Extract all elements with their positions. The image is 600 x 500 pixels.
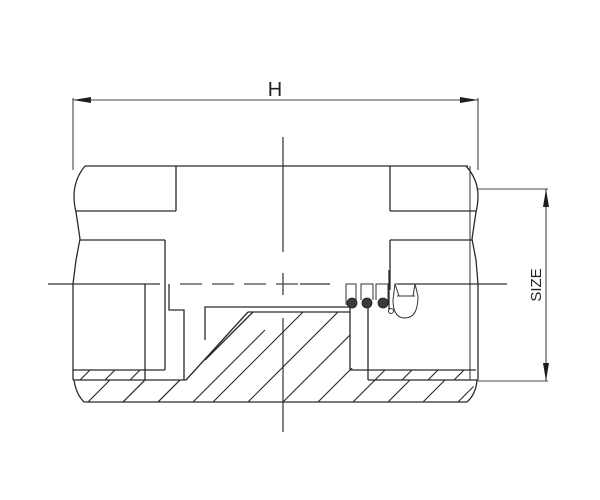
left-hex-chamfer [73, 165, 86, 213]
inner-cavity-top [204, 306, 350, 340]
small-ring-icon [388, 308, 394, 314]
ball-1-icon [346, 297, 358, 309]
right-bottom-chamfer [466, 379, 478, 403]
dimension-label-h: H [268, 79, 282, 101]
right-inner-bore [349, 166, 478, 381]
cone-profile [185, 311, 350, 381]
o-ring-icon [392, 283, 419, 319]
arrowhead-up-icon [543, 189, 549, 207]
center-lines [48, 137, 507, 432]
right-hex-edge [471, 211, 479, 285]
inner-step-profile [168, 284, 185, 380]
ball-2-icon [361, 297, 373, 309]
arrowhead-right-icon [460, 97, 478, 103]
seal-ball-detail [345, 270, 419, 319]
seal-tab-3 [375, 283, 389, 305]
cone-line-inner [204, 311, 254, 361]
ball-3-icon [377, 297, 389, 309]
dimension-label-size: SIZE [528, 268, 545, 301]
arrowhead-left-icon [73, 97, 91, 103]
dimension-h: H [72, 79, 479, 170]
seal-tab-2 [360, 283, 374, 300]
left-hex-edge [72, 211, 81, 285]
cone-line-outer [185, 311, 249, 381]
o-ring-chamfer-right [412, 283, 416, 297]
section-hatching [74, 312, 475, 402]
arrowhead-down-icon [543, 363, 549, 381]
body-outline [72, 165, 479, 403]
seal-tab-1 [345, 283, 357, 305]
left-inner-bore [73, 284, 350, 381]
right-hex-flats [389, 166, 476, 290]
right-hex-chamfer [465, 165, 479, 213]
left-bottom-chamfer [73, 379, 85, 403]
dimension-size: SIZE [478, 188, 549, 382]
left-hex-flats [76, 166, 177, 370]
o-ring-chamfer-left [394, 283, 400, 297]
